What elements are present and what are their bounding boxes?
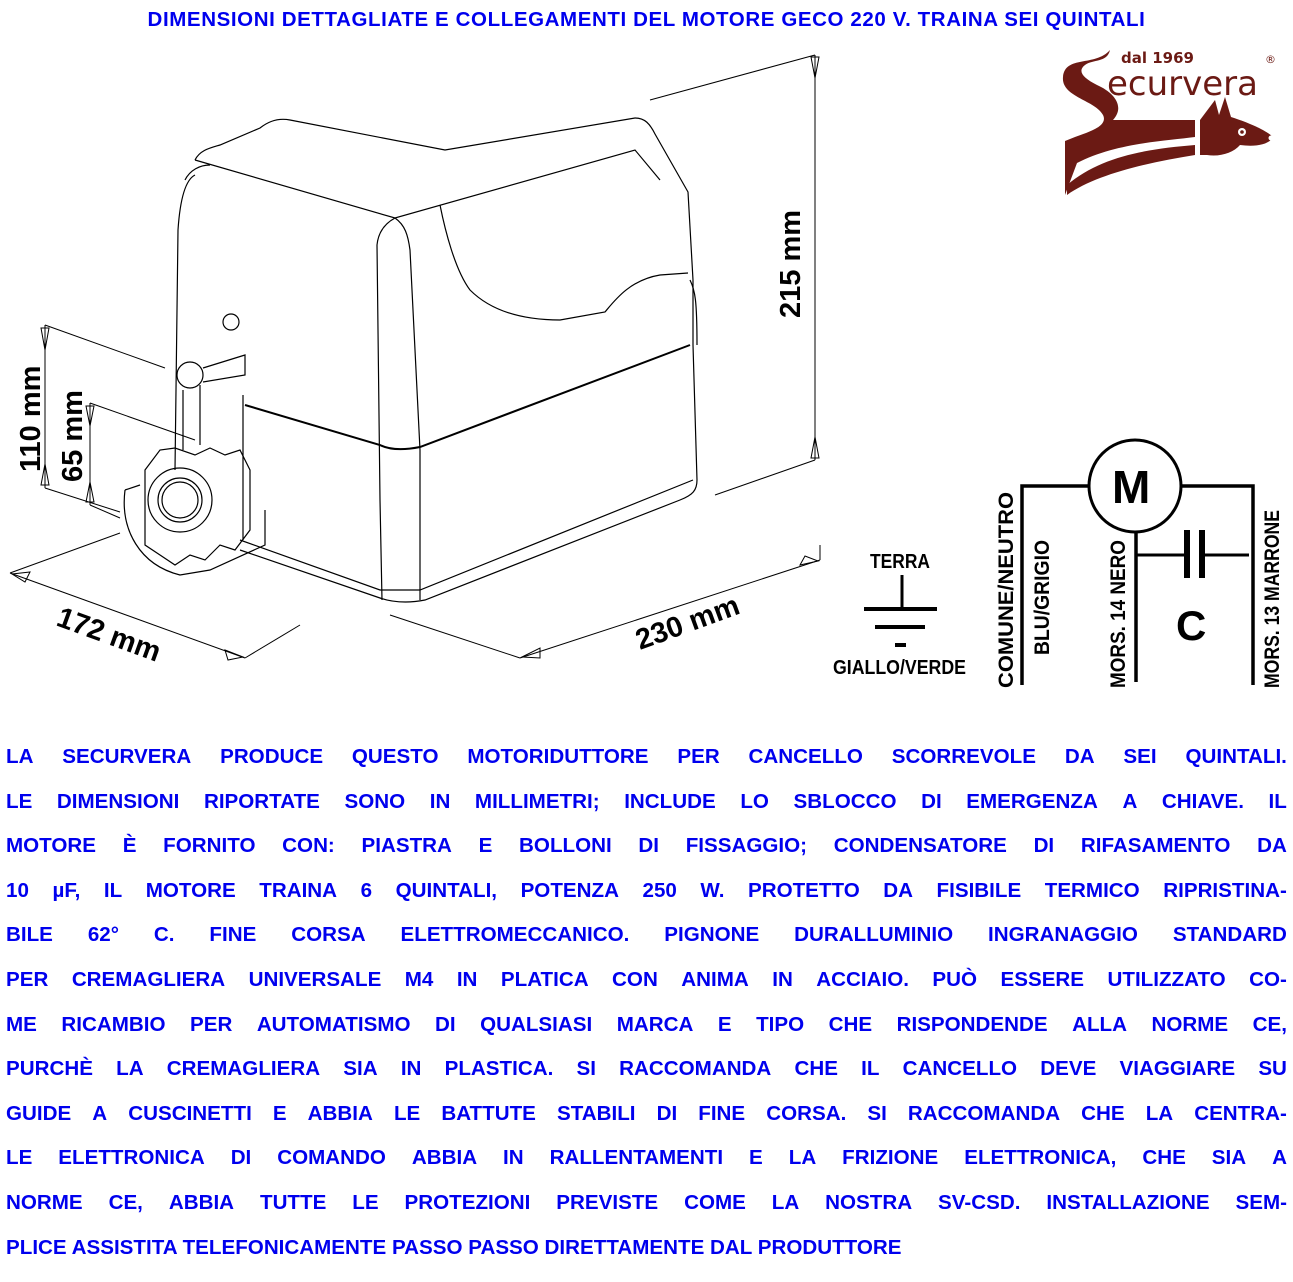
dim-label-110: 110 mm xyxy=(15,366,47,472)
earth-label: TERRA xyxy=(870,551,930,573)
dimension-215 xyxy=(649,54,820,496)
terminal-13-label: MORS. 13 MARRONE xyxy=(1261,510,1284,688)
logo-brand: ecurvera xyxy=(1107,64,1258,104)
securvera-logo: dal 1969 ® ecurvera xyxy=(1062,49,1276,195)
capacitor-symbol: C xyxy=(1176,602,1206,649)
logo-dog-head xyxy=(1200,97,1273,156)
housing-top-cover xyxy=(194,117,694,345)
terminal-14-label: MORS. 14 NERO xyxy=(1107,540,1130,688)
logo-leg-shape xyxy=(1067,145,1195,195)
common-label: COMUNE/NEUTRO xyxy=(995,492,1018,688)
dim-label-65: 65 mm xyxy=(57,390,89,482)
dimension-172 xyxy=(9,532,301,661)
page-title: DIMENSIONI DETTAGLIATE E COLLEGAMENTI DE… xyxy=(147,8,1146,31)
earth-color-label: GIALLO/VERDE xyxy=(833,657,966,679)
logo-tail-shape xyxy=(1062,50,1195,195)
common-color-label: BLU/GRIGIO xyxy=(1031,540,1054,655)
motor-drawing: 215 mm 110 mm 65 mm 172 mm 230 mm TERRA … xyxy=(9,54,1284,688)
logo-since: dal 1969 xyxy=(1121,49,1194,67)
motor-symbol: M xyxy=(1112,461,1150,513)
earth-symbol xyxy=(864,575,937,647)
housing-seam xyxy=(244,344,691,451)
wiring-diagram xyxy=(1020,438,1255,685)
pinion-gear xyxy=(123,447,266,576)
logo-registered: ® xyxy=(1265,53,1276,66)
release-knob xyxy=(176,361,204,389)
description-line: PLICE ASSISTITA TELEFONICAMENTE PASSO PA… xyxy=(6,1235,902,1259)
dimension-110 xyxy=(40,324,166,513)
dimension-65 xyxy=(85,402,196,519)
dim-label-230: 230 mm xyxy=(631,590,743,657)
dimension-230 xyxy=(389,545,821,659)
dim-label-172: 172 mm xyxy=(53,602,165,669)
dim-label-215: 215 mm xyxy=(775,210,807,318)
lock-hole xyxy=(222,313,240,331)
